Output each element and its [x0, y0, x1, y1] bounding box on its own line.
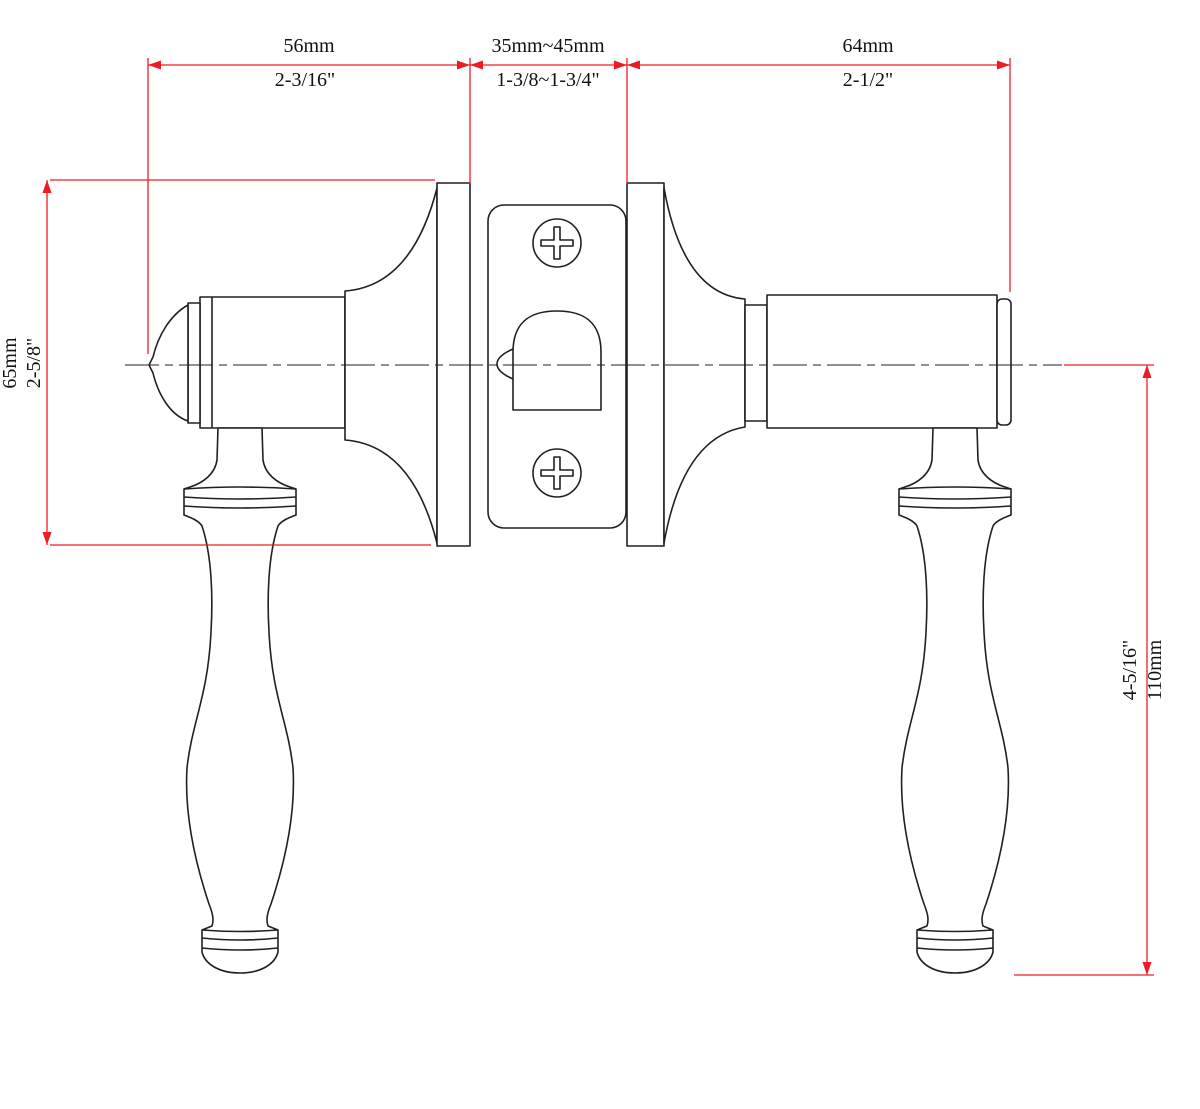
right-rose-bell: [663, 187, 746, 544]
right-spindle-assembly: [766, 294, 1012, 429]
dim-top-left-metric-label: 56mm: [283, 35, 335, 57]
bottom-screw: [532, 448, 582, 498]
finial-cone: [148, 304, 189, 422]
dim-top-right-imperial-label: 2-1/2": [843, 69, 893, 91]
dim-left-imperial-label: 2-5/8": [23, 338, 45, 388]
top-screw: [532, 218, 582, 268]
dimension-labels: 56mm 2-3/16" 35mm~45mm 1-3/8~1-3/4" 64mm…: [0, 35, 1166, 700]
right-lever: [898, 427, 1012, 974]
latch-bolt-bump: [496, 348, 514, 380]
finial-collar: [187, 302, 201, 424]
right-rose-hub: [744, 304, 768, 422]
dim-right-imperial-label: 4-5/16": [1119, 640, 1141, 700]
right-barrel-cap: [996, 298, 1012, 426]
latch-bolt: [512, 310, 602, 411]
right-barrel: [766, 294, 998, 429]
dim-top-left-imperial-label: 2-3/16": [275, 69, 335, 91]
dim-top-middle-imperial-label: 1-3/8~1-3/4": [496, 69, 599, 91]
left-lever: [183, 427, 297, 974]
dim-top-middle-metric-label: 35mm~45mm: [491, 35, 604, 57]
left-spindle-assembly: [148, 296, 346, 429]
dim-top-right-metric-label: 64mm: [842, 35, 894, 57]
latch-plate: [487, 204, 627, 529]
dim-right-metric-label: 110mm: [1144, 639, 1166, 700]
dimension-lines: [42, 60, 1152, 975]
extension-lines: [50, 58, 1154, 976]
dim-left-metric-label: 65mm: [0, 337, 21, 389]
left-barrel: [199, 296, 346, 429]
